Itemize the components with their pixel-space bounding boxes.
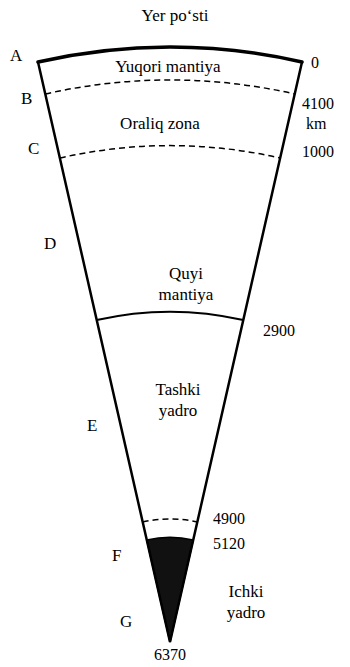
outer-core-band: Tashki yadro (153, 379, 203, 422)
layer-name: Yuqori mantiya (113, 56, 223, 77)
outer-core-boundary (143, 519, 198, 522)
upper-mantle-band: Yuqori mantiya (113, 56, 223, 77)
callout-letter: D (44, 234, 56, 254)
layer-name: Oraliq zona (118, 113, 202, 134)
lower-mantle-band: Quyi mantiya (157, 263, 216, 306)
callout-letter: F (112, 546, 121, 566)
callout-letter: A (10, 46, 22, 66)
wedge-sides (38, 62, 302, 642)
crust-label: Yer po‘sti (142, 6, 209, 26)
core-mantle-boundary (97, 312, 244, 320)
inner-core-band: Ichki yadro (225, 581, 268, 624)
upper-mantle-boundary (45, 80, 294, 94)
callout-letter: C (28, 139, 39, 159)
depth-unit: km (306, 114, 326, 133)
depth-number: 6370 (154, 645, 186, 664)
depth-number: 4900 (213, 509, 245, 528)
transition-zone-band: Oraliq zona (118, 113, 202, 134)
depth-number: 0 (311, 53, 319, 72)
depth-number: 2900 (263, 321, 295, 340)
depth-number: 4100 (302, 94, 334, 113)
depth-number: 1000 (302, 142, 334, 161)
inner-core-fill (147, 537, 193, 642)
layer-name: Tashki yadro (155, 379, 200, 422)
layer-name: Quyi mantiya (159, 263, 214, 306)
depth-number: 5120 (213, 534, 245, 553)
callout-letter: B (21, 89, 32, 109)
layer-name: Ichki yadro (227, 581, 266, 624)
transition-zone-boundary (60, 146, 280, 158)
callout-letter: G (120, 612, 132, 632)
callout-letter: E (87, 416, 97, 436)
